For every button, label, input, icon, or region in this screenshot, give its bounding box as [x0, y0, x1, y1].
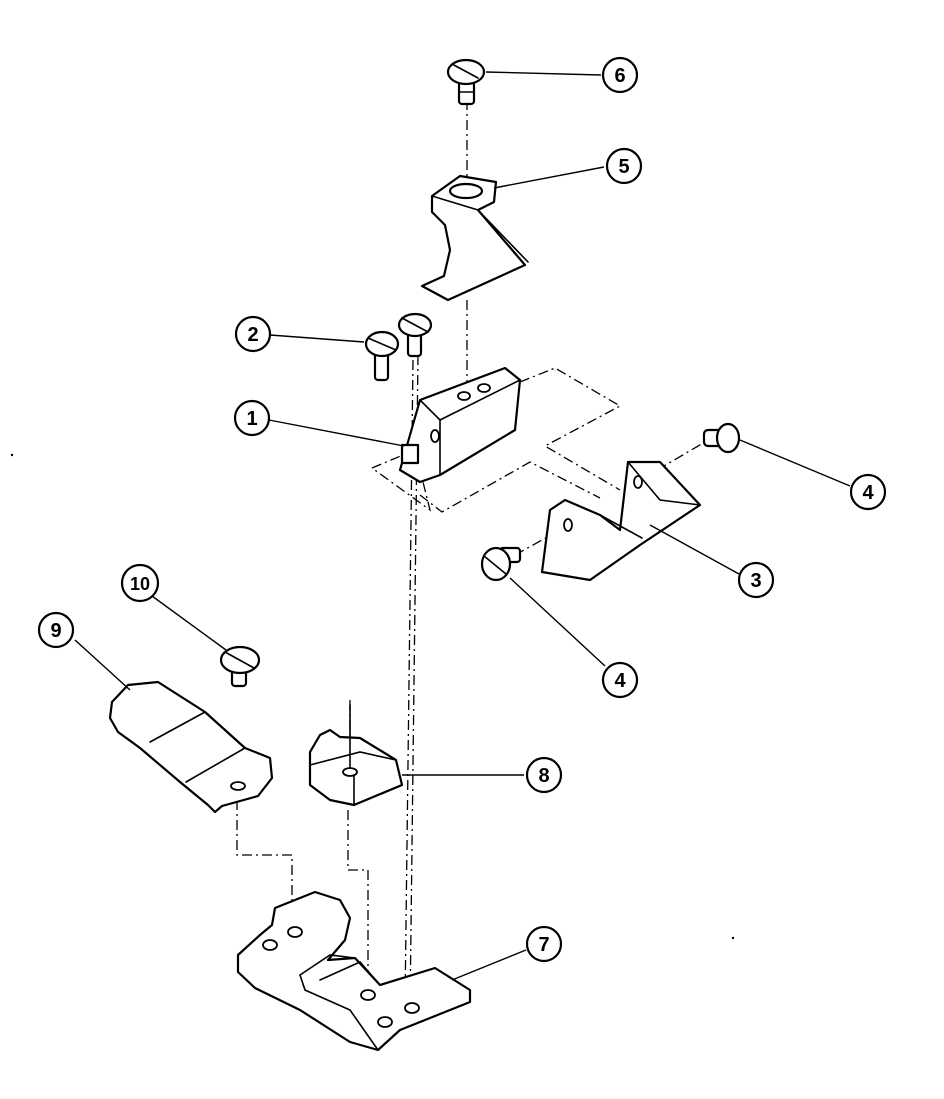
screw-part-6 [446, 58, 486, 106]
leader-lines [74, 71, 851, 981]
svg-text:4: 4 [862, 482, 874, 504]
bracket-part-5 [420, 174, 529, 302]
base-plate-part-7 [236, 890, 472, 1052]
screws-part-4 [480, 422, 741, 582]
callout-4-right: 4 [849, 473, 887, 511]
svg-text:8: 8 [538, 765, 549, 787]
svg-text:6: 6 [614, 65, 625, 87]
svg-text:7: 7 [538, 934, 549, 956]
scan-specks [10, 453, 735, 940]
svg-text:9: 9 [50, 620, 61, 642]
svg-text:3: 3 [750, 570, 761, 592]
callout-1: 1 [233, 399, 271, 437]
callout-8: 8 [525, 756, 563, 794]
svg-text:4: 4 [614, 670, 626, 692]
guide-plate-part-3 [540, 460, 702, 582]
block-part-1 [398, 366, 522, 484]
callout-2: 2 [234, 315, 272, 353]
svg-text:5: 5 [618, 156, 629, 178]
svg-text:2: 2 [247, 324, 258, 346]
callout-4-lower: 4 [601, 661, 639, 699]
screws-part-2 [364, 312, 433, 382]
callout-7: 7 [525, 925, 563, 963]
callouts: 1 2 3 4 4 5 6 7 [37, 56, 887, 963]
callout-3: 3 [737, 561, 775, 599]
svg-text:10: 10 [130, 574, 150, 594]
screw-part-10 [219, 645, 261, 688]
slide-block-part-8 [308, 704, 404, 807]
callout-9: 9 [37, 611, 75, 649]
callout-6: 6 [601, 56, 639, 94]
plate-part-9 [108, 680, 274, 814]
callout-10: 10 [120, 563, 160, 603]
svg-text:1: 1 [246, 408, 257, 430]
callout-5: 5 [605, 147, 643, 185]
